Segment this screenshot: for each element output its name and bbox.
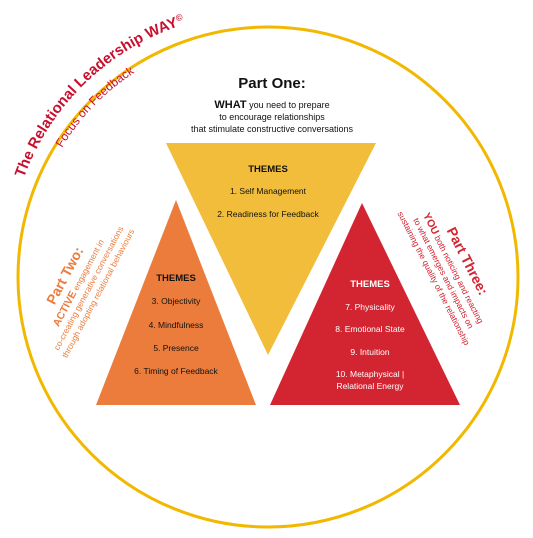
part-one-heading: Part One: xyxy=(238,75,306,92)
part-two-theme-5: 5. Presence xyxy=(153,343,199,353)
part-one-theme-2: 2. Readiness for Feedback xyxy=(217,209,319,219)
part-one-line3: that stimulate constructive conversation… xyxy=(191,124,354,134)
part-two-theme-4: 4. Mindfulness xyxy=(149,320,204,330)
part-two-theme-6: 6. Timing of Feedback xyxy=(134,366,218,376)
part-one-line1: WHAT you need to prepare xyxy=(214,99,329,111)
part-three-triangle xyxy=(270,203,460,405)
part-three-theme-10a: 10. Metaphysical | xyxy=(336,369,404,379)
part-one-triangle xyxy=(166,143,376,355)
part-one-themes-label: THEMES xyxy=(248,164,288,175)
outer-ring xyxy=(16,25,520,529)
part-one-theme-1: 1. Self Management xyxy=(230,186,307,196)
part-three-theme-9: 9. Intuition xyxy=(350,347,389,357)
part-two-triangle xyxy=(96,200,256,405)
part-two-side-text: Part Two: ACTIVE engagement in co-creati… xyxy=(43,224,137,359)
part-three-theme-8: 8. Emotional State xyxy=(335,324,405,334)
part-three-themes-label: THEMES xyxy=(350,279,390,290)
part-two-themes-label: THEMES xyxy=(156,273,196,284)
part-three-theme-7: 7. Physicality xyxy=(345,302,395,312)
part-three-theme-10b: Relational Energy xyxy=(336,381,404,391)
part-one-line2: to encourage relationships xyxy=(219,112,325,122)
part-two-theme-3: 3. Objectivity xyxy=(152,296,201,306)
